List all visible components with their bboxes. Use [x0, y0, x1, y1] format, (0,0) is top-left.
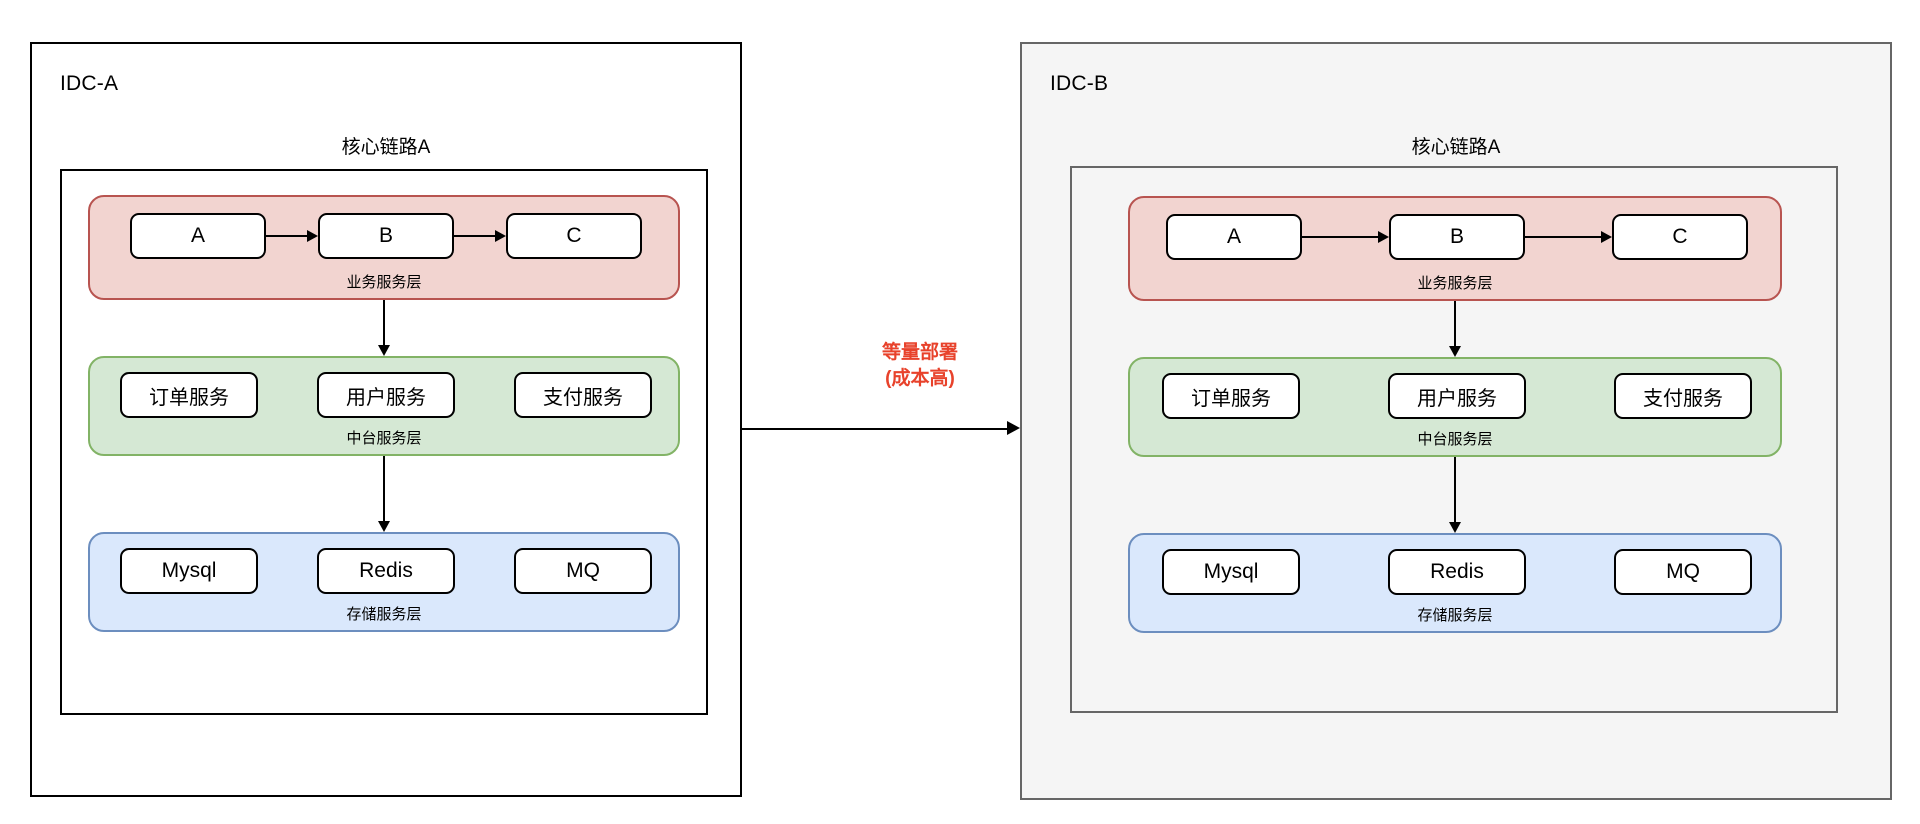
idc-a-panel: IDC-A 核心链路A A B C 业务服务层: [30, 42, 742, 797]
idc-b-middle-layer-caption: 中台服务层: [1417, 431, 1493, 448]
idc-a-arrow-a-to-b: [266, 225, 318, 247]
idc-b-node-c[interactable]: C: [1612, 214, 1748, 260]
idc-b-storage-layer-caption: 存储服务层: [1417, 607, 1493, 624]
idc-b-node-user-service[interactable]: 用户服务: [1388, 373, 1526, 419]
idc-a-node-user-service[interactable]: 用户服务: [317, 372, 455, 418]
idc-b-node-mq[interactable]: MQ: [1614, 549, 1752, 595]
idc-b-node-b[interactable]: B: [1389, 214, 1525, 260]
idc-b-arrow-a-to-b: [1302, 226, 1389, 248]
transition-arrow: [742, 421, 1020, 442]
transition-label-line1: 等量部署: [881, 342, 958, 363]
idc-a-node-payment-service[interactable]: 支付服务: [514, 372, 652, 418]
idc-b-arrow-middle-to-storage: [1442, 457, 1468, 533]
idc-b-chain-title: 核心链路A: [1411, 137, 1501, 158]
idc-a-storage-layer-caption: 存储服务层: [346, 606, 422, 623]
idc-a-arrow-middle-to-storage: [371, 456, 397, 532]
idc-b-title: IDC-B: [1050, 72, 1109, 95]
idc-a-arrow-b-to-c: [454, 225, 506, 247]
idc-a-chain-title: 核心链路A: [341, 137, 431, 158]
transition-label-line2: (成本高): [885, 367, 955, 389]
idc-b-business-layer-caption: 业务服务层: [1417, 275, 1493, 292]
idc-a-chain-box: A B C 业务服务层 订单服务: [60, 169, 708, 715]
idc-b-arrow-b-to-c: [1525, 226, 1612, 248]
idc-a-title: IDC-A: [60, 72, 119, 95]
idc-a-middle-layer-caption: 中台服务层: [346, 430, 422, 447]
idc-b-panel: IDC-B 核心链路A A B C 业务服务层: [1020, 42, 1892, 800]
idc-a-business-layer: A B C 业务服务层: [88, 195, 680, 300]
idc-b-middle-layer: 订单服务 用户服务 支付服务 中台服务层: [1128, 357, 1782, 457]
transition-label: 等量部署 (成本高): [860, 340, 980, 391]
idc-b-node-mysql[interactable]: Mysql: [1162, 549, 1300, 595]
idc-a-middle-layer: 订单服务 用户服务 支付服务 中台服务层: [88, 356, 680, 456]
idc-b-arrow-business-to-middle: [1442, 301, 1468, 357]
idc-a-node-order-service[interactable]: 订单服务: [120, 372, 258, 418]
idc-b-business-layer: A B C 业务服务层: [1128, 196, 1782, 301]
idc-b-chain-box: A B C 业务服务层 订单服务: [1070, 166, 1838, 713]
idc-a-node-a[interactable]: A: [130, 213, 266, 259]
idc-b-node-a[interactable]: A: [1166, 214, 1302, 260]
idc-a-node-c[interactable]: C: [506, 213, 642, 259]
idc-a-node-b[interactable]: B: [318, 213, 454, 259]
idc-a-node-redis[interactable]: Redis: [317, 548, 455, 594]
idc-a-arrow-business-to-middle: [371, 300, 397, 356]
idc-a-node-mysql[interactable]: Mysql: [120, 548, 258, 594]
idc-a-node-mq[interactable]: MQ: [514, 548, 652, 594]
idc-a-storage-layer: Mysql Redis MQ 存储服务层: [88, 532, 680, 632]
idc-b-node-redis[interactable]: Redis: [1388, 549, 1526, 595]
idc-b-node-order-service[interactable]: 订单服务: [1162, 373, 1300, 419]
idc-b-storage-layer: Mysql Redis MQ 存储服务层: [1128, 533, 1782, 633]
idc-a-business-layer-caption: 业务服务层: [346, 274, 422, 291]
idc-b-node-payment-service[interactable]: 支付服务: [1614, 373, 1752, 419]
